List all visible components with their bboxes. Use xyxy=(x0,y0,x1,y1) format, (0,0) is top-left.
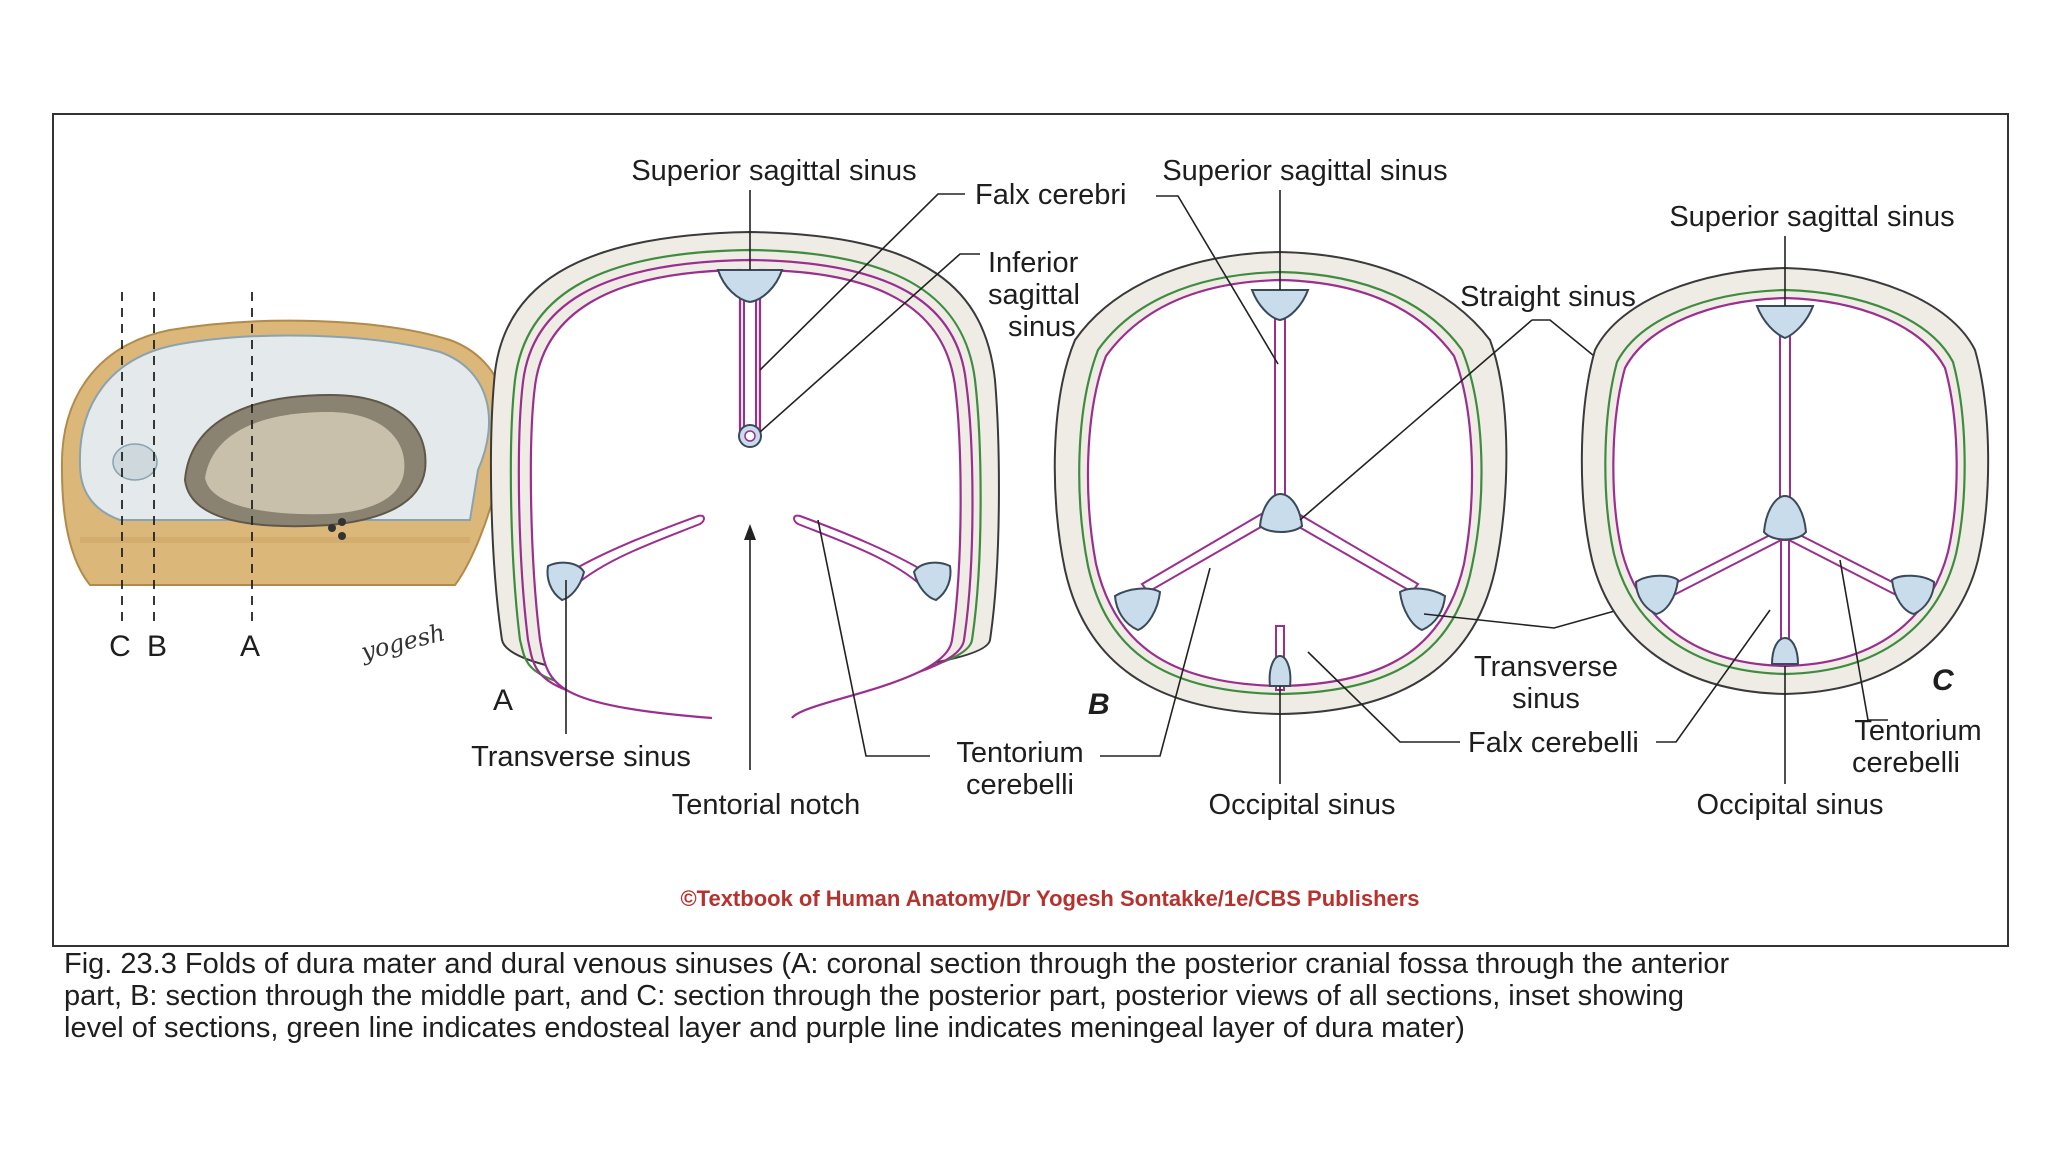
panel-b-letter: B xyxy=(1088,688,1110,721)
panel-b-superior-sagittal-sinus xyxy=(1250,289,1310,322)
panel-c-straight-sinus xyxy=(1762,494,1808,541)
panel-b-section xyxy=(1053,250,1508,716)
label-b-occipital-sinus: Occipital sinus xyxy=(1209,789,1396,821)
caption-line-1: Fig. 23.3 Folds of dura mater and dural … xyxy=(64,948,1730,980)
panel-a-letter: A xyxy=(493,684,513,717)
inset-label-a: A xyxy=(240,630,260,663)
panel-c-transverse-sinus-right xyxy=(1890,574,1936,616)
label-a-tentorium-cerebelli-2: cerebelli xyxy=(966,769,1074,801)
panel-b-occipital-sinus xyxy=(1268,654,1292,687)
label-a-inferior-sagittal-sinus-1: Inferior xyxy=(988,247,1079,279)
figure-caption: Fig. 23.3 Folds of dura mater and dural … xyxy=(64,948,1994,1044)
label-b-straight-sinus: Straight sinus xyxy=(1460,281,1636,313)
label-a-inferior-sagittal-sinus-3: sinus xyxy=(1008,311,1076,343)
inset-skull-illustration xyxy=(60,319,510,586)
label-b-superior-sagittal-sinus: Superior sagittal sinus xyxy=(1162,155,1447,187)
label-a-inferior-sagittal-sinus-2: sagittal xyxy=(988,279,1080,311)
panel-a-transverse-sinus-right xyxy=(912,561,952,602)
panel-c-section xyxy=(1580,266,1990,696)
inset-label-c: C xyxy=(109,630,131,663)
label-b-falx-cerebelli: Falx cerebelli xyxy=(1468,727,1639,759)
label-c-superior-sagittal-sinus: Superior sagittal sinus xyxy=(1669,201,1954,233)
panel-b-transverse-sinus-left xyxy=(1113,587,1162,632)
label-b-transverse-sinus-1: Transverse xyxy=(1474,651,1618,683)
label-c-occipital-sinus: Occipital sinus xyxy=(1697,789,1884,821)
label-a-falx-cerebri: Falx cerebri xyxy=(975,179,1127,211)
label-b-transverse-sinus-2: sinus xyxy=(1512,683,1580,715)
panel-c-transverse-sinus-left xyxy=(1634,574,1680,616)
caption-line-2: part, B: section through the middle part… xyxy=(64,980,1685,1012)
label-a-superior-sagittal-sinus: Superior sagittal sinus xyxy=(631,155,916,187)
panel-c-occipital-sinus xyxy=(1770,636,1800,665)
inset-section-lines xyxy=(121,292,253,622)
label-a-transverse-sinus: Transverse sinus xyxy=(471,741,691,773)
panel-a-section xyxy=(489,230,1000,720)
panel-c-superior-sagittal-sinus xyxy=(1755,305,1815,340)
copyright-notice: ©Textbook of Human Anatomy/Dr Yogesh Son… xyxy=(680,886,1419,911)
label-a-tentorium-cerebelli-1: Tentorium xyxy=(956,737,1083,769)
label-c-tentorium-cerebelli-1: Tentorium xyxy=(1854,715,1981,747)
caption-line-3: level of sections, green line indicates … xyxy=(64,1012,1465,1044)
inset-label-b: B xyxy=(147,630,167,663)
panel-b-straight-sinus xyxy=(1258,492,1304,533)
panel-a-superior-sagittal-sinus xyxy=(716,269,784,304)
panel-c-letter: C xyxy=(1932,664,1955,697)
label-a-tentorial-notch: Tentorial notch xyxy=(672,789,861,821)
label-c-tentorium-cerebelli-2: cerebelli xyxy=(1852,747,1960,779)
